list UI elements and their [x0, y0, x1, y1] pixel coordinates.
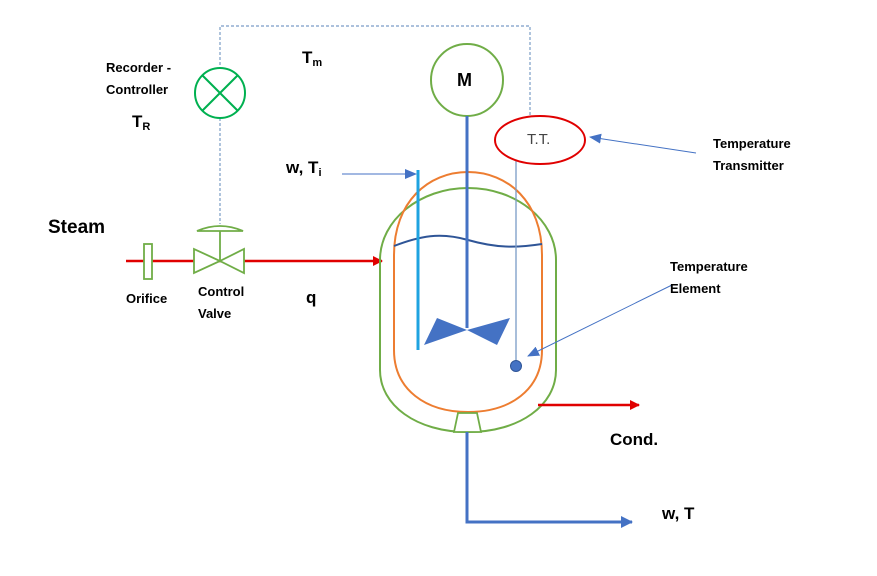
tm-main: T	[302, 48, 313, 67]
temperature-element-bulb	[510, 360, 522, 372]
control-valve-icon	[193, 225, 245, 275]
orifice-icon	[143, 243, 153, 280]
condensate-label: Cond.	[610, 430, 659, 449]
temperature-transmitter-label: Temperature Transmitter	[713, 133, 791, 177]
outlet-pipe	[465, 432, 633, 528]
outlet-label: w, T	[662, 504, 695, 523]
tr-main: T	[132, 112, 143, 131]
tr-label: TR	[132, 112, 150, 133]
temperature-transmitter-icon	[494, 115, 586, 165]
recorder-controller-label: Recorder - Controller	[106, 57, 171, 101]
tr-sub: R	[142, 121, 151, 133]
temperature-element-line1: Temperature	[670, 259, 748, 274]
steam-label: Steam	[48, 217, 106, 238]
inlet-sub: i	[318, 167, 322, 179]
transmitter-tag: T.T.	[527, 131, 551, 148]
element-pointer-arrow	[527, 284, 673, 357]
control-valve-line2: Valve	[198, 306, 232, 321]
control-valve-label: Control Valve	[198, 281, 244, 325]
tm-label: Tm	[302, 48, 322, 69]
control-valve-line1: Control	[198, 284, 245, 299]
signal-line	[219, 25, 531, 115]
vessel	[393, 170, 543, 414]
temperature-element-label: Temperature Element	[670, 256, 748, 300]
impeller-icon	[424, 318, 510, 345]
orifice-label: Orifice	[126, 291, 168, 306]
inlet-main: w, T	[286, 158, 319, 177]
temperature-transmitter-line1: Temperature	[713, 136, 791, 151]
inlet-label: w, Ti	[286, 158, 322, 179]
heat-label: q	[306, 288, 317, 307]
temperature-transmitter-line2: Transmitter	[713, 158, 784, 173]
motor-label: M	[457, 70, 472, 90]
tm-sub: m	[312, 57, 323, 69]
recorder-controller-icon	[194, 67, 246, 119]
recorder-controller-line1: Recorder -	[106, 60, 172, 75]
recorder-controller-line2: Controller	[106, 82, 169, 97]
drain-nozzle	[452, 412, 483, 433]
temperature-element-line2: Element	[670, 281, 721, 296]
transmitter-pointer-arrow	[589, 133, 697, 154]
jacket	[379, 186, 557, 434]
